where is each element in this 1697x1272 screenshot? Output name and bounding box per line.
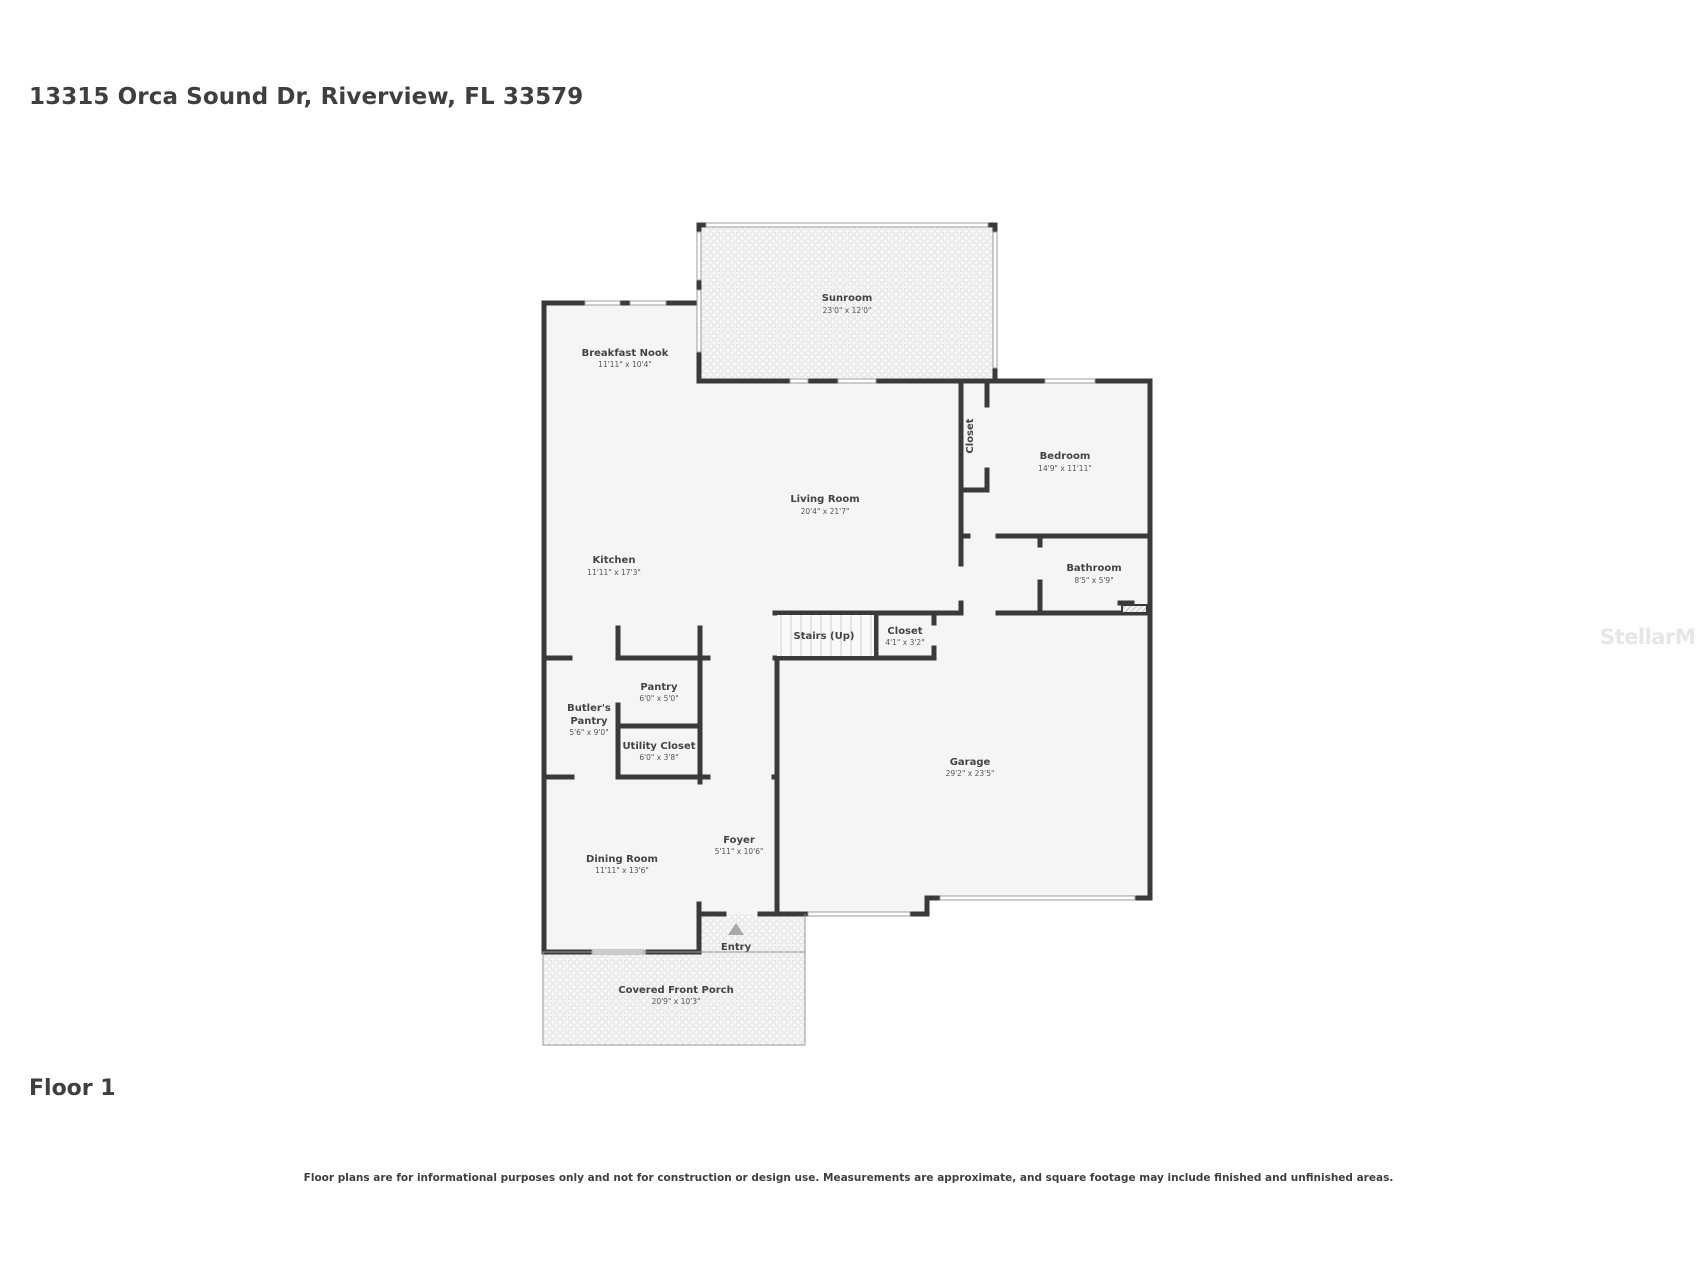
utility-closet-label: Utility Closet	[622, 741, 695, 752]
closet-label: Closet	[965, 418, 976, 453]
foyer-dims: 5'11" x 10'6"	[715, 847, 764, 856]
living-room-dims: 20'4" x 21'7"	[801, 507, 850, 516]
dining-room-dims: 11'11" x 13'6"	[595, 866, 649, 875]
stairs	[777, 615, 874, 656]
stairs-closet-dims: 4'1" x 3'2"	[885, 638, 924, 647]
window	[584, 300, 621, 306]
watermark: StellarMLS	[1600, 625, 1697, 649]
window	[705, 222, 989, 228]
entry-label: Entry	[721, 942, 752, 953]
window	[789, 378, 809, 384]
porch-label: Covered Front Porch	[618, 985, 733, 996]
property-address: 13315 Orca Sound Dr, Riverview, FL 33579	[29, 84, 584, 110]
butlers-pantry-label-2: Pantry	[570, 716, 608, 727]
window	[696, 231, 702, 281]
window	[837, 378, 877, 384]
garage-dims: 29'2" x 23'5"	[946, 769, 995, 778]
dining-room-label: Dining Room	[586, 854, 658, 865]
bathroom-label: Bathroom	[1066, 563, 1121, 574]
utility-closet-dims: 6'0" x 3'8"	[639, 753, 678, 762]
window	[696, 289, 702, 353]
foyer-label: Foyer	[723, 835, 755, 846]
butlers-pantry-label-1: Butler's	[567, 703, 611, 714]
living-room-label: Living Room	[790, 494, 859, 505]
pantry-label: Pantry	[640, 682, 678, 693]
bedroom-dims: 14'9" x 11'11"	[1038, 464, 1092, 473]
bathroom-fixture	[1121, 604, 1148, 614]
garage-door	[807, 911, 911, 917]
window	[629, 300, 667, 306]
bathroom-dims: 8'5" x 5'9"	[1074, 576, 1113, 585]
floor-label: Floor 1	[29, 1076, 116, 1101]
disclaimer: Floor plans are for informational purpos…	[303, 1172, 1394, 1184]
breakfast-nook-label: Breakfast Nook	[582, 348, 669, 359]
pantry-dims: 6'0" x 5'0"	[639, 694, 678, 703]
kitchen-dims: 11'11" x 17'3"	[587, 568, 641, 577]
window	[992, 231, 998, 369]
walls	[541, 222, 1153, 955]
porch-outline	[542, 951, 806, 1046]
bedroom-label: Bedroom	[1040, 451, 1091, 462]
entry-arrow-icon	[728, 923, 744, 935]
window	[1044, 378, 1096, 384]
stairs-label: Stairs (Up)	[794, 631, 855, 642]
garage-door	[939, 895, 1136, 901]
butlers-pantry-dims: 5'6" x 9'0"	[569, 728, 608, 737]
kitchen-label: Kitchen	[593, 555, 636, 566]
stairs-closet-label: Closet	[887, 626, 922, 637]
sunroom-label: Sunroom	[822, 293, 873, 304]
breakfast-nook-dims: 11'11" x 10'4"	[598, 360, 652, 369]
porch-dims: 20'9" x 10'3"	[652, 997, 701, 1006]
room-labels: Sunroom 23'0" x 12'0" Breakfast Nook 11'…	[567, 293, 1122, 1006]
sunroom-floor	[699, 225, 995, 381]
garage-label: Garage	[950, 757, 991, 768]
windows	[584, 222, 1136, 955]
sunroom-dims: 23'0" x 12'0"	[823, 306, 872, 315]
